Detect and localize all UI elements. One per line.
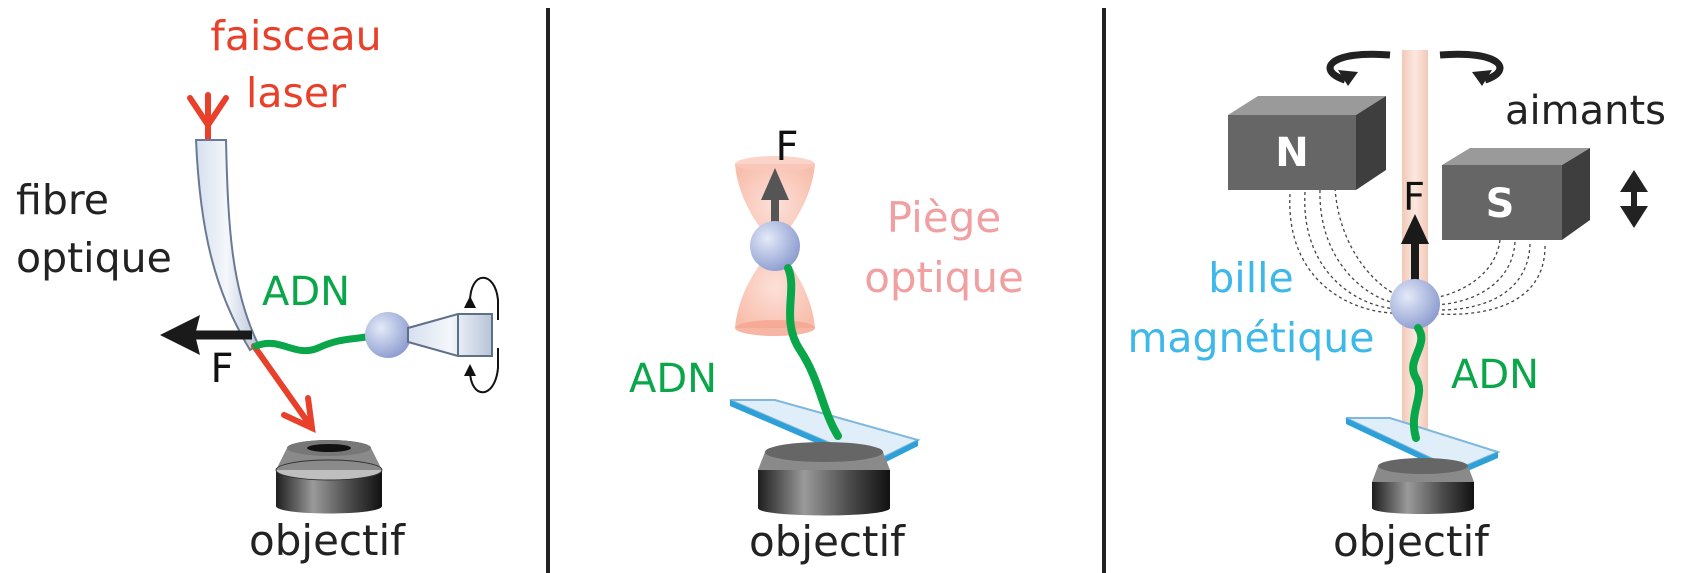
dna-label: ADN: [629, 356, 717, 402]
panel-magnetic-tweezers: N S aimants F bille magnétique ADN objec…: [1127, 50, 1666, 566]
objective-lens: [758, 442, 890, 516]
optical-trap-label: Piège: [887, 193, 1001, 242]
objective-label: objectif: [749, 517, 906, 566]
optical-fiber-label: fibre: [16, 176, 109, 224]
dna-label: ADN: [262, 269, 350, 315]
dna-strand: [1409, 324, 1426, 442]
panel-fiber-tweezers: faisceau laser fibre optique ADN F objec…: [16, 12, 499, 565]
magnet-north-label: N: [1275, 130, 1308, 176]
rotation-arrow-top: [463, 276, 499, 320]
objective-label: objectif: [249, 516, 406, 565]
panel-optical-trap: F Piège optique ADN objectif: [629, 124, 1024, 566]
laser-input-arrow: [187, 92, 229, 143]
objective-label: objectif: [1333, 517, 1490, 566]
rotation-arrow-bottom: [464, 348, 499, 394]
magnet-height-arrow: [1620, 170, 1648, 228]
dna-strand: [784, 264, 842, 440]
force-label: F: [1403, 175, 1425, 219]
magnetic-bead: [1390, 279, 1440, 329]
force-arrow-up: [1401, 214, 1429, 280]
laser-beam-label-2: laser: [246, 69, 346, 117]
magnet-north: [1228, 96, 1386, 190]
magnet-south-label: S: [1486, 181, 1515, 227]
rotation-arrow-right: [1439, 50, 1504, 84]
objective-lens: [275, 440, 383, 514]
bead: [365, 312, 411, 358]
magnetic-bead-label: bille: [1208, 254, 1293, 302]
micropipette: [407, 313, 493, 357]
laser-beam-label: faisceau: [210, 12, 381, 60]
optical-trap-label-2: optique: [864, 253, 1024, 302]
optical-fiber: [194, 139, 260, 352]
magnets-label: aimants: [1505, 88, 1666, 134]
force-label: F: [210, 346, 233, 392]
laser-output-arrow: [251, 343, 316, 434]
dna-label: ADN: [1451, 352, 1539, 398]
objective-lens: [1372, 458, 1474, 514]
rotation-arrow-left: [1326, 50, 1391, 84]
magnet-south: [1442, 148, 1590, 240]
magnetic-bead-label-2: magnétique: [1127, 314, 1374, 362]
bead: [750, 221, 800, 271]
force-label: F: [775, 124, 798, 170]
force-arrow-left: [160, 315, 252, 355]
optical-fiber-label-2: optique: [16, 234, 172, 282]
dna-strand: [252, 332, 376, 355]
optical-trap-cone-bottom: [735, 246, 815, 328]
